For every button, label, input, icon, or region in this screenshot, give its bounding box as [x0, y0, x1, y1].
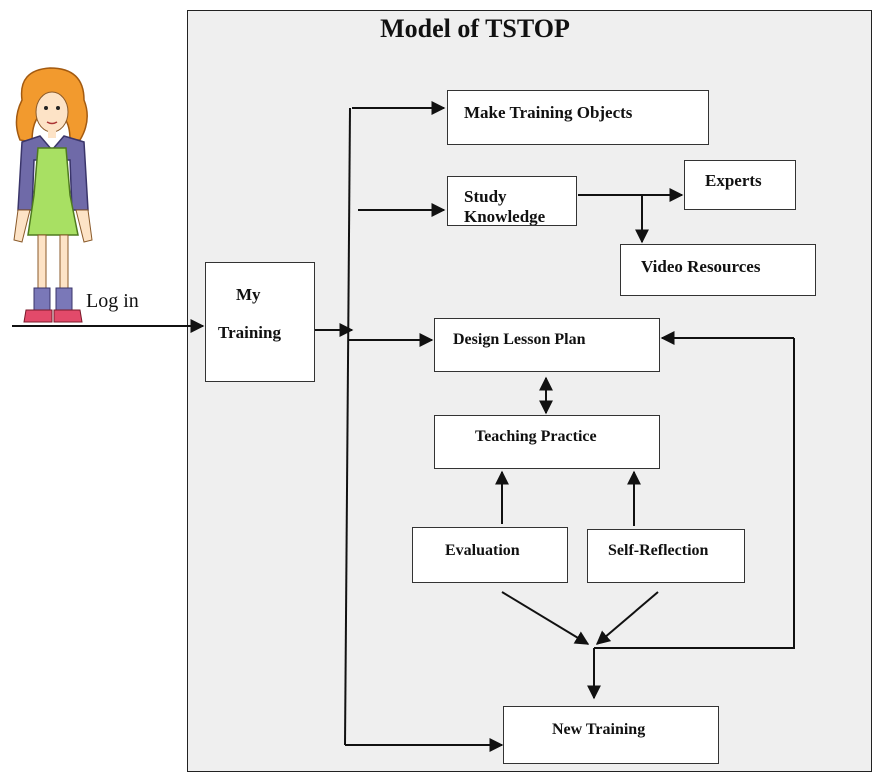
login-label: Log in: [86, 290, 139, 312]
teaching-practice-box: Teaching Practice: [434, 415, 660, 469]
new-training-box: New Training: [503, 706, 719, 764]
my-training-label-line1: My: [236, 285, 261, 304]
my-training-box: My Training: [205, 262, 315, 382]
girl-figure-icon: [13, 67, 93, 323]
study-knowledge-label: Study Knowledge: [464, 187, 546, 226]
self-reflection-label: Self-Reflection: [608, 542, 709, 559]
diagram-title: Model of TSTOP: [380, 14, 570, 43]
experts-box: Experts: [684, 160, 796, 210]
teaching-practice-label: Teaching Practice: [475, 428, 597, 445]
design-lesson-plan-label: Design Lesson Plan: [453, 331, 586, 348]
evaluation-label: Evaluation: [445, 542, 520, 559]
trunk-line: [344, 107, 351, 746]
reflection-converge-arrow: [595, 591, 659, 645]
video-resources-label: Video Resources: [641, 257, 761, 276]
make-training-objects-label: Make Training Objects: [464, 103, 633, 122]
evaluation-converge-arrow: [501, 591, 590, 645]
new-training-label: New Training: [552, 721, 646, 738]
design-lesson-plan-box: Design Lesson Plan: [434, 318, 660, 372]
video-resources-box: Video Resources: [620, 244, 816, 296]
study-knowledge-box: Study Knowledge: [447, 176, 577, 226]
feedback-loop-line: [594, 338, 795, 649]
evaluation-box: Evaluation: [412, 527, 568, 583]
make-training-objects-box: Make Training Objects: [447, 90, 709, 145]
my-training-label-line2: Training: [218, 323, 281, 342]
self-reflection-box: Self-Reflection: [587, 529, 745, 583]
experts-label: Experts: [705, 171, 762, 190]
